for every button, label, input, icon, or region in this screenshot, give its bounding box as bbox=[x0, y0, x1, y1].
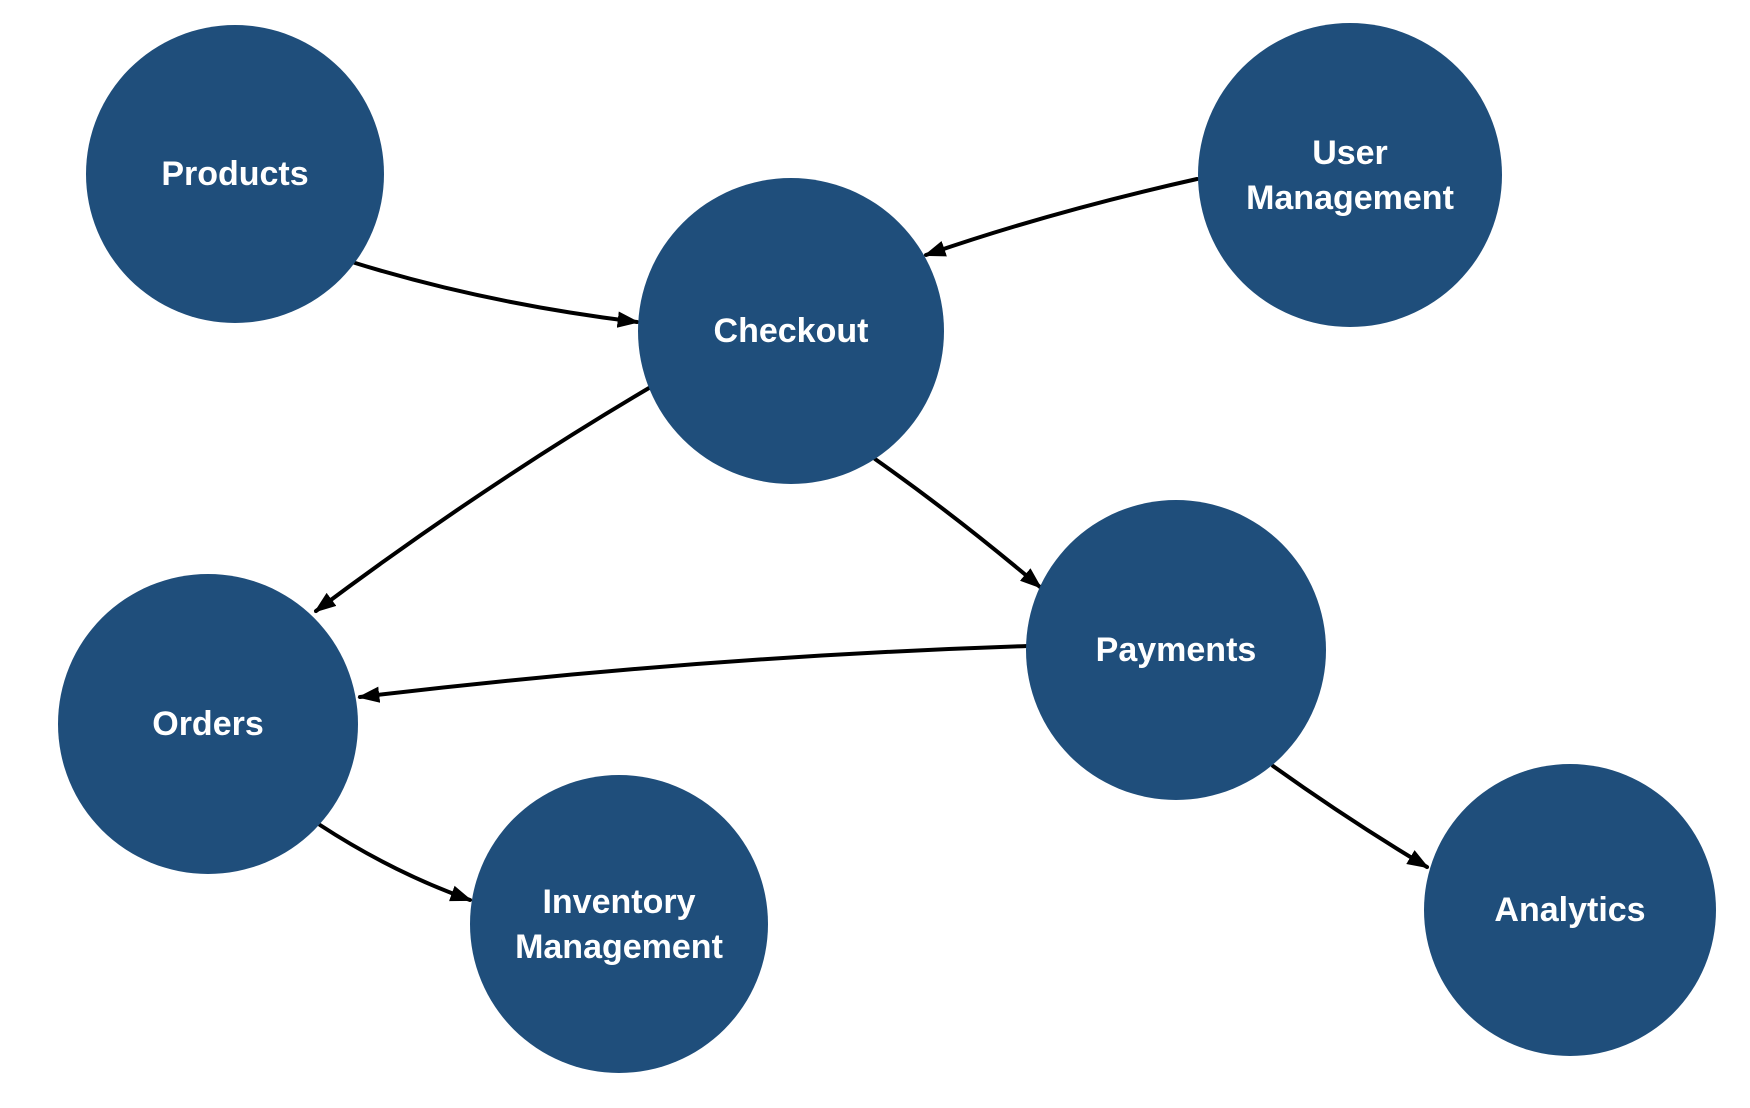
node-checkout: Checkout bbox=[638, 178, 944, 484]
analytics-circle bbox=[1424, 764, 1716, 1056]
node-payments: Payments bbox=[1026, 500, 1326, 800]
payments-circle bbox=[1026, 500, 1326, 800]
edge-payments-to-analytics bbox=[1271, 764, 1430, 869]
node-products: Products bbox=[86, 25, 384, 323]
edge-payments-to-orders bbox=[357, 644, 1030, 703]
edge-orders-to-inventory-management bbox=[318, 823, 473, 902]
edge-user-management-to-checkout bbox=[923, 177, 1199, 257]
inventory-management-circle bbox=[470, 775, 768, 1073]
orders-circle bbox=[58, 574, 358, 874]
edge-products-to-checkout bbox=[350, 260, 640, 328]
products-circle bbox=[86, 25, 384, 323]
checkout-circle bbox=[638, 178, 944, 484]
user-management-circle bbox=[1198, 23, 1502, 327]
node-orders: Orders bbox=[58, 574, 358, 874]
edge-checkout-to-orders bbox=[313, 386, 651, 613]
edges-layer bbox=[313, 177, 1430, 902]
edge-checkout-to-payments bbox=[873, 457, 1043, 589]
node-analytics: Analytics bbox=[1424, 764, 1716, 1056]
